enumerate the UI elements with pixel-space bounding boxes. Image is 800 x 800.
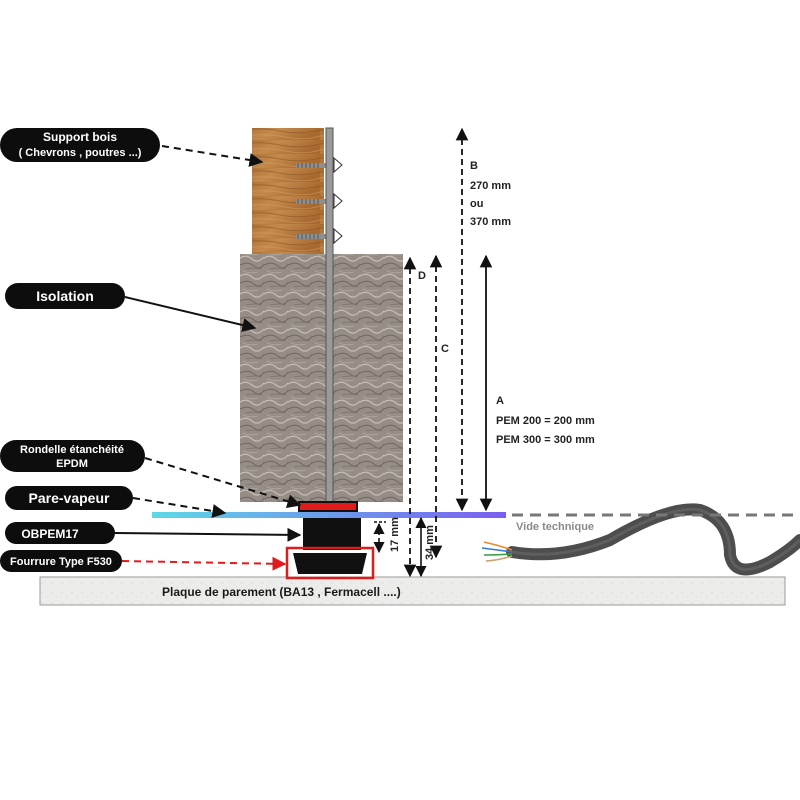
screw-1 [296,156,343,174]
fourrure-f530 [293,553,367,574]
leader-support-bois [161,145,264,167]
obpem17-body [303,518,361,550]
svg-text:Support bois: Support bois [43,130,117,144]
svg-text:Fourrure Type F530: Fourrure Type F530 [10,556,112,568]
cable-wires [481,541,513,562]
dim-34-label: 34 mm [424,525,436,560]
wood-support [252,128,324,254]
pill-support-bois: Support bois ( Chevrons , poutres ...) [0,128,160,162]
dim-a-line1: PEM 200 = 200 mm [496,415,595,427]
screw-3 [296,227,343,245]
svg-text:( Chevrons , poutres ...): ( Chevrons , poutres ...) [19,147,142,159]
pill-obpem17: OBPEM17 [5,522,115,544]
leader-pare-vapeur [132,497,227,518]
dim-17-label: 17 mm [389,517,401,552]
dim-a-letter: A [496,395,504,407]
svg-text:Pare-vapeur: Pare-vapeur [29,490,110,506]
insulation-right [333,254,403,502]
fourrure-highlight [285,546,375,580]
dim-a-line2: PEM 300 = 300 mm [496,434,595,446]
vide-technique-label: Vide technique [516,521,594,533]
leader-obpem17 [114,527,302,542]
pill-isolation: Isolation [5,283,125,309]
pill-rondelle: Rondelle étanchéité EPDM [0,440,145,472]
leader-rondelle [144,457,302,509]
insulation-left [240,254,328,502]
dim-b-line3: 370 mm [470,216,511,228]
pill-pare-vapeur: Pare-vapeur [5,486,133,510]
pare-vapeur [152,512,506,518]
plaque-parement [39,576,786,606]
dim-b-letter: B [470,160,478,172]
metal-rod [325,127,334,509]
leader-fourrure [121,556,287,571]
plaque-label: Plaque de parement (BA13 , Fermacell ...… [162,585,401,599]
svg-text:EPDM: EPDM [56,458,88,470]
svg-text:OBPEM17: OBPEM17 [21,527,79,541]
dim-c-letter: C [441,343,449,355]
pill-fourrure: Fourrure Type F530 [0,550,122,572]
dim-b-line1: 270 mm [470,180,511,192]
screw-2 [296,192,343,210]
dim-d-letter: D [418,270,426,282]
dim-b-line2: ou [470,198,483,210]
rondelle-epdm [298,501,358,512]
svg-text:Rondelle étanchéité: Rondelle étanchéité [20,444,124,456]
leader-isolation [124,296,257,332]
svg-text:Isolation: Isolation [36,288,94,304]
